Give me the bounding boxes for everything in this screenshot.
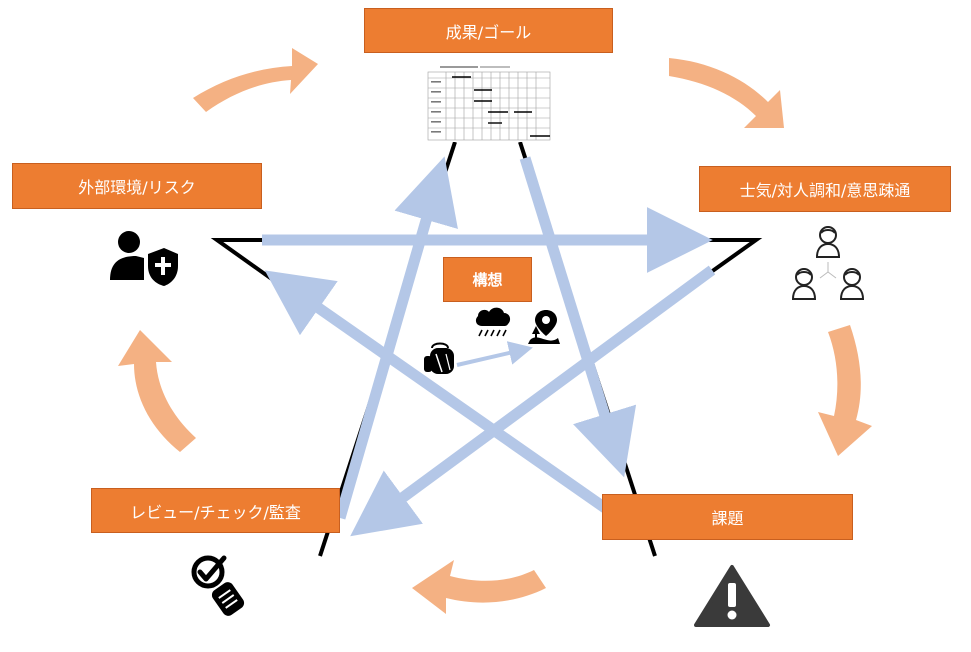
gantt-chart-icon bbox=[426, 60, 552, 142]
star-arrows bbox=[262, 156, 716, 537]
arrow-review-to-goal bbox=[334, 156, 458, 520]
review-box: レビュー/チェック/監査 bbox=[91, 488, 340, 533]
issues-box: 課題 bbox=[602, 494, 853, 540]
morale-box: 士気/対人調和/意思疎通 bbox=[699, 166, 951, 212]
cycle-arrow-issues-to-review bbox=[412, 560, 546, 614]
warning-icon bbox=[694, 565, 770, 627]
cycle-arrow-review-to-external bbox=[118, 330, 196, 452]
team-people-icon bbox=[791, 226, 865, 300]
cycle-arrows bbox=[118, 48, 872, 614]
backpack-icon bbox=[424, 342, 454, 374]
checklist-magnifier-icon bbox=[191, 555, 245, 616]
concept-box: 構想 bbox=[443, 257, 532, 302]
arrow-issues-to-external bbox=[264, 270, 609, 513]
cycle-arrow-external-to-goal bbox=[193, 48, 318, 112]
arrow-goal-to-issues bbox=[519, 156, 637, 478]
arrow-morale-to-review bbox=[350, 265, 716, 537]
cycle-arrow-morale-to-issues bbox=[818, 325, 872, 456]
map-location-icon bbox=[528, 310, 560, 344]
rain-cloud-icon bbox=[475, 307, 511, 337]
goal-box: 成果/ゴール bbox=[364, 8, 613, 53]
concept-arrow bbox=[456, 341, 533, 367]
user-shield-icon bbox=[110, 231, 178, 286]
cycle-arrow-goal-to-morale bbox=[669, 58, 784, 128]
external-risk-box: 外部環境/リスク bbox=[12, 163, 262, 209]
